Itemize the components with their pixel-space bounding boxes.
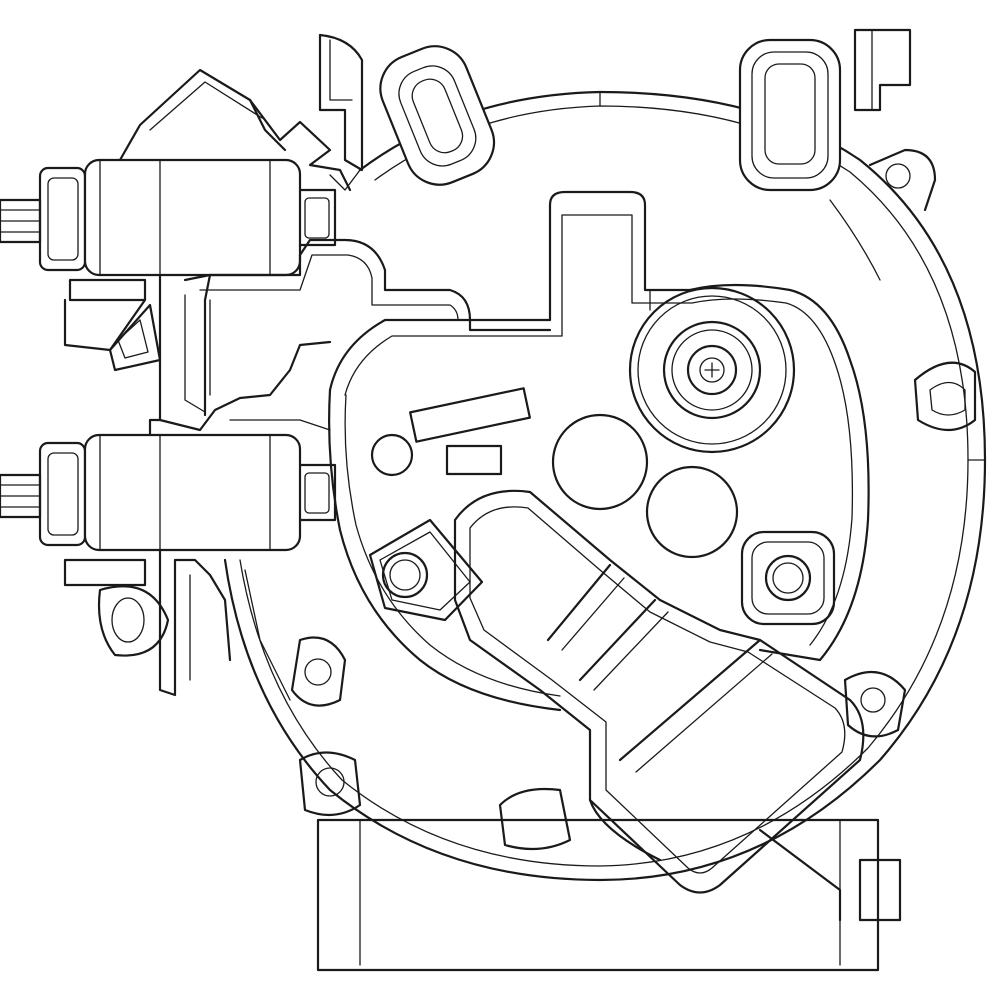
mounting-ear-right-lower: [913, 361, 977, 431]
solenoid-valve-upper: [0, 158, 337, 372]
mounting-ear-bottom-left-lower: [298, 751, 362, 817]
mounting-bolt-left: [368, 518, 484, 622]
rear-cover: [328, 190, 870, 712]
mounting-ear-bottom-right: [843, 670, 907, 738]
service-port: [628, 286, 796, 454]
top-bracket-right: [853, 28, 912, 112]
compressor-housing: [223, 90, 987, 882]
control-valve-body: [148, 238, 552, 697]
solenoid-valve-lower: [0, 433, 337, 657]
rear-cover-emboss: [370, 387, 739, 559]
mounting-ear-bottom-left: [290, 636, 347, 707]
mounting-ear-bottom: [498, 787, 572, 851]
housing-ribs: [244, 169, 881, 701]
mounting-bolt-right: [740, 530, 836, 626]
bottom-mount-block: [316, 818, 902, 972]
pressure-switch-bracket: [118, 68, 352, 192]
top-bracket-left: [318, 33, 364, 172]
mounting-ear-top-left: [379, 45, 496, 186]
manifold-block: [453, 489, 865, 922]
mounting-ear-right: [868, 148, 937, 212]
mounting-ear-top-right: [738, 38, 842, 192]
